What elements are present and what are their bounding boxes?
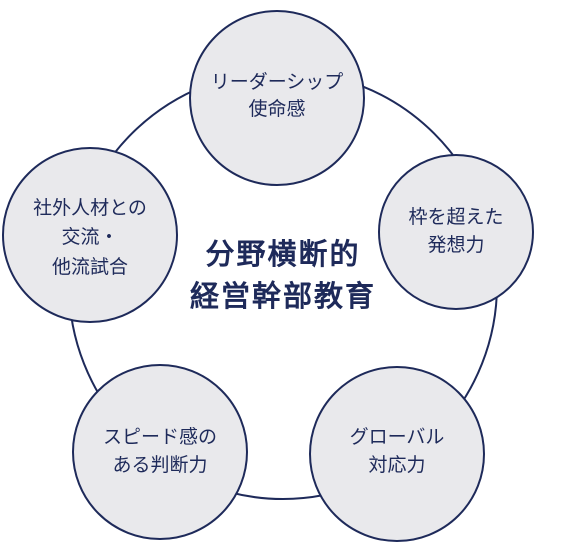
center-title: 分野横断的 経営幹部教育: [190, 237, 376, 313]
node-label-line1: 枠を超えた: [408, 206, 503, 228]
node-circle: [309, 366, 485, 542]
node-circle: [378, 154, 534, 310]
node-circle: [189, 10, 365, 186]
node-circle: [72, 364, 248, 540]
node-label-line2: 発想力: [427, 234, 484, 256]
node-circle: [2, 147, 178, 323]
center-title-line1: 分野横断的: [205, 237, 360, 271]
node-label-line2: 対応力: [368, 454, 425, 476]
node-label-line2: ある判断力: [112, 454, 207, 476]
node-leadership: リーダーシップ 使命感: [189, 10, 365, 186]
node-label-line1: リーダーシップ: [211, 71, 344, 93]
node-label-line3: 他流試合: [52, 256, 128, 278]
node-label-line2: 交流・: [61, 226, 118, 248]
node-label-line2: 使命感: [248, 98, 305, 120]
node-external-exchange: 社外人材との 交流・ 他流試合: [2, 147, 178, 323]
node-speedy-judgment: スピード感の ある判断力: [72, 364, 248, 540]
node-global-capability: グローバル 対応力: [309, 366, 485, 542]
node-creative-thinking: 枠を超えた 発想力: [378, 154, 534, 310]
node-label-line1: グローバル: [350, 426, 445, 448]
node-label-line1: スピード感の: [103, 426, 217, 448]
center-title-line2: 経営幹部教育: [190, 279, 376, 313]
node-label-line1: 社外人材との: [33, 197, 147, 219]
